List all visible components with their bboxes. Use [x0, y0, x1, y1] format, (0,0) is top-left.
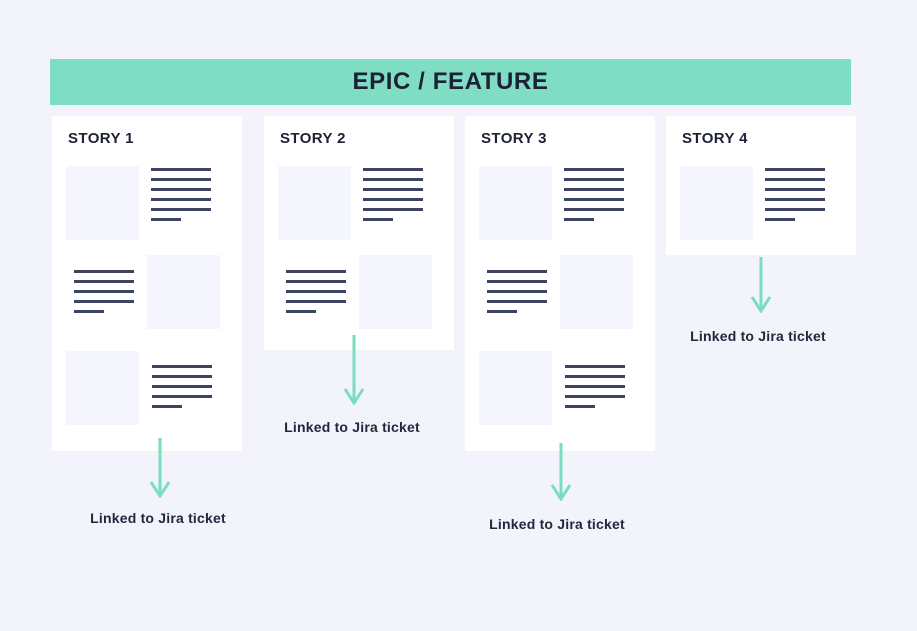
jira-link-label-4: Linked to Jira ticket	[690, 328, 826, 344]
text-line	[564, 188, 624, 191]
text-line	[286, 300, 346, 303]
story-card-2: STORY 2	[264, 116, 454, 350]
text-line	[564, 168, 624, 171]
story-4-title: STORY 4	[682, 130, 748, 147]
text-line	[74, 310, 104, 313]
text-line	[151, 198, 211, 201]
text-line	[152, 385, 212, 388]
text-lines-placeholder	[564, 168, 624, 228]
text-line	[565, 395, 625, 398]
card-row	[52, 116, 242, 451]
story-1-content	[52, 116, 242, 451]
story-2-title: STORY 2	[280, 130, 346, 147]
image-placeholder	[278, 166, 351, 240]
text-lines-placeholder	[152, 365, 212, 415]
text-line	[765, 168, 825, 171]
text-line	[363, 208, 423, 211]
text-line	[564, 178, 624, 181]
story-card-1: STORY 1	[52, 116, 242, 451]
down-arrow-icon	[749, 257, 773, 313]
story-card-3: STORY 3	[465, 116, 655, 451]
image-placeholder	[66, 166, 139, 240]
text-lines-placeholder	[565, 365, 625, 415]
card-row	[465, 116, 655, 451]
text-line	[363, 188, 423, 191]
image-placeholder	[147, 255, 220, 329]
text-lines-placeholder	[363, 168, 423, 228]
card-row	[52, 116, 242, 451]
text-line	[565, 375, 625, 378]
text-line	[564, 198, 624, 201]
story-1-title: STORY 1	[68, 130, 134, 147]
card-row	[465, 116, 655, 451]
card-row	[52, 116, 242, 451]
epic-feature-header: EPIC / FEATURE	[50, 59, 851, 105]
text-lines-placeholder	[765, 168, 825, 228]
text-line	[363, 168, 423, 171]
text-lines-placeholder	[286, 270, 346, 320]
text-line	[565, 365, 625, 368]
text-line	[765, 188, 825, 191]
text-line	[765, 208, 825, 211]
text-line	[151, 178, 211, 181]
text-line	[152, 395, 212, 398]
image-placeholder	[359, 255, 432, 329]
text-line	[152, 365, 212, 368]
story-3-title: STORY 3	[481, 130, 547, 147]
text-line	[286, 270, 346, 273]
image-placeholder	[479, 166, 552, 240]
text-line	[151, 218, 181, 221]
text-line	[74, 270, 134, 273]
text-lines-placeholder	[74, 270, 134, 320]
text-line	[363, 178, 423, 181]
text-line	[487, 310, 517, 313]
text-line	[564, 218, 594, 221]
text-line	[286, 290, 346, 293]
text-line	[74, 290, 134, 293]
jira-link-label-1: Linked to Jira ticket	[90, 510, 226, 526]
text-line	[487, 300, 547, 303]
text-line	[765, 198, 825, 201]
text-line	[151, 188, 211, 191]
text-lines-placeholder	[151, 168, 211, 228]
card-row	[264, 116, 454, 350]
image-placeholder	[680, 166, 753, 240]
text-line	[565, 385, 625, 388]
image-placeholder	[66, 351, 139, 425]
epic-feature-title: EPIC / FEATURE	[352, 68, 549, 95]
story-3-content	[465, 116, 655, 451]
text-line	[152, 375, 212, 378]
down-arrow-icon	[148, 438, 172, 498]
jira-link-label-3: Linked to Jira ticket	[489, 516, 625, 532]
image-placeholder	[560, 255, 633, 329]
text-line	[565, 405, 595, 408]
down-arrow-icon	[549, 443, 573, 501]
text-line	[363, 218, 393, 221]
image-placeholder	[479, 351, 552, 425]
text-line	[151, 208, 211, 211]
text-line	[487, 280, 547, 283]
card-row	[465, 116, 655, 451]
text-line	[152, 405, 182, 408]
card-row	[264, 116, 454, 350]
text-line	[564, 208, 624, 211]
jira-link-label-2: Linked to Jira ticket	[284, 419, 420, 435]
card-row	[666, 116, 856, 255]
text-line	[487, 290, 547, 293]
text-line	[286, 280, 346, 283]
story-2-content	[264, 116, 454, 350]
text-line	[151, 168, 211, 171]
text-line	[765, 218, 795, 221]
story-4-content	[666, 116, 856, 255]
text-line	[74, 280, 134, 283]
text-lines-placeholder	[487, 270, 547, 320]
text-line	[286, 310, 316, 313]
story-card-4: STORY 4	[666, 116, 856, 255]
text-line	[487, 270, 547, 273]
text-line	[74, 300, 134, 303]
text-line	[765, 178, 825, 181]
down-arrow-icon	[342, 335, 366, 405]
text-line	[363, 198, 423, 201]
